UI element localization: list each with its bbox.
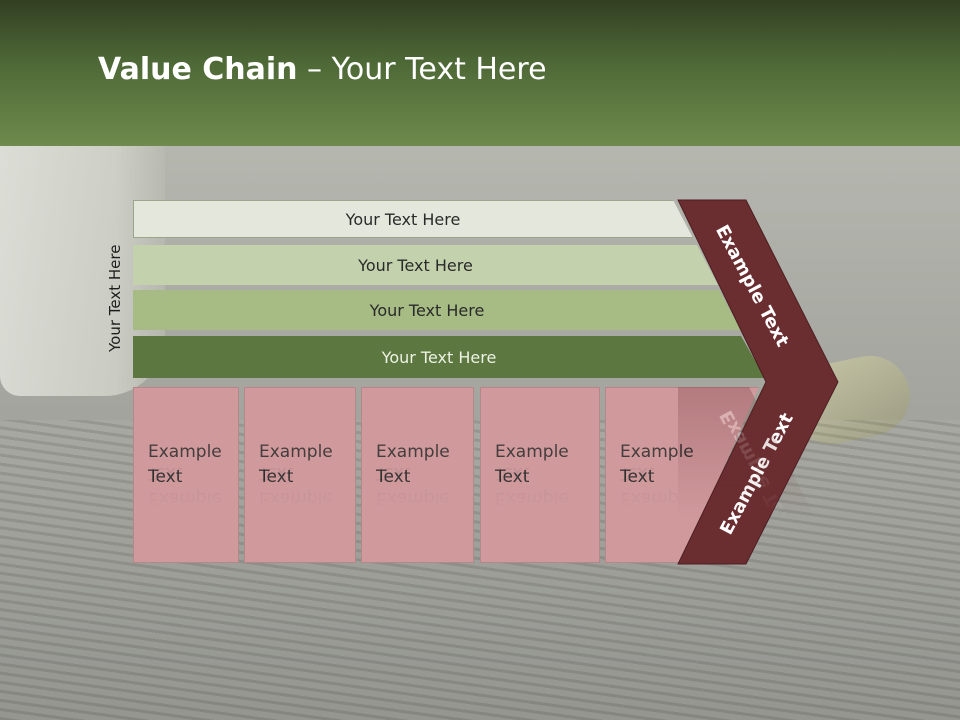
band-1[interactable]: Your Text Here [133,200,693,238]
box-5-line2: Text [620,467,655,487]
box-1-line2: Text [148,467,183,487]
band-1-label: Your Text Here [345,209,461,229]
box-2-line1: Example [259,442,333,462]
band-4[interactable]: Your Text Here [133,336,765,378]
band-4-label: Your Text Here [381,347,497,367]
band-3[interactable]: Your Text Here [133,290,741,330]
band-3-label: Your Text Here [369,300,485,320]
activity-box-1[interactable]: Example Text [133,387,239,563]
box-1-line1: Example [148,442,222,462]
header-bar [0,0,960,146]
box-3-line2: Text [376,467,411,487]
slide-title[interactable]: Value Chain – Your Text Here [98,52,547,87]
box-3-line1: Example [376,442,450,462]
box-2-line2: Text [259,467,294,487]
activity-box-3[interactable]: Example Text [361,387,474,563]
chevron-shape [677,199,839,565]
box-5-line1: Example [620,442,694,462]
band-2[interactable]: Your Text Here [133,245,718,285]
activity-box-4[interactable]: Example Text [480,387,600,563]
activity-box-2[interactable]: Example Text [244,387,356,563]
box-4-line1: Example [495,442,569,462]
title-bold: Value Chain [98,52,298,87]
title-rest: – Your Text Here [297,52,547,87]
box-4-line2: Text [495,467,530,487]
band-2-label: Your Text Here [358,255,473,275]
